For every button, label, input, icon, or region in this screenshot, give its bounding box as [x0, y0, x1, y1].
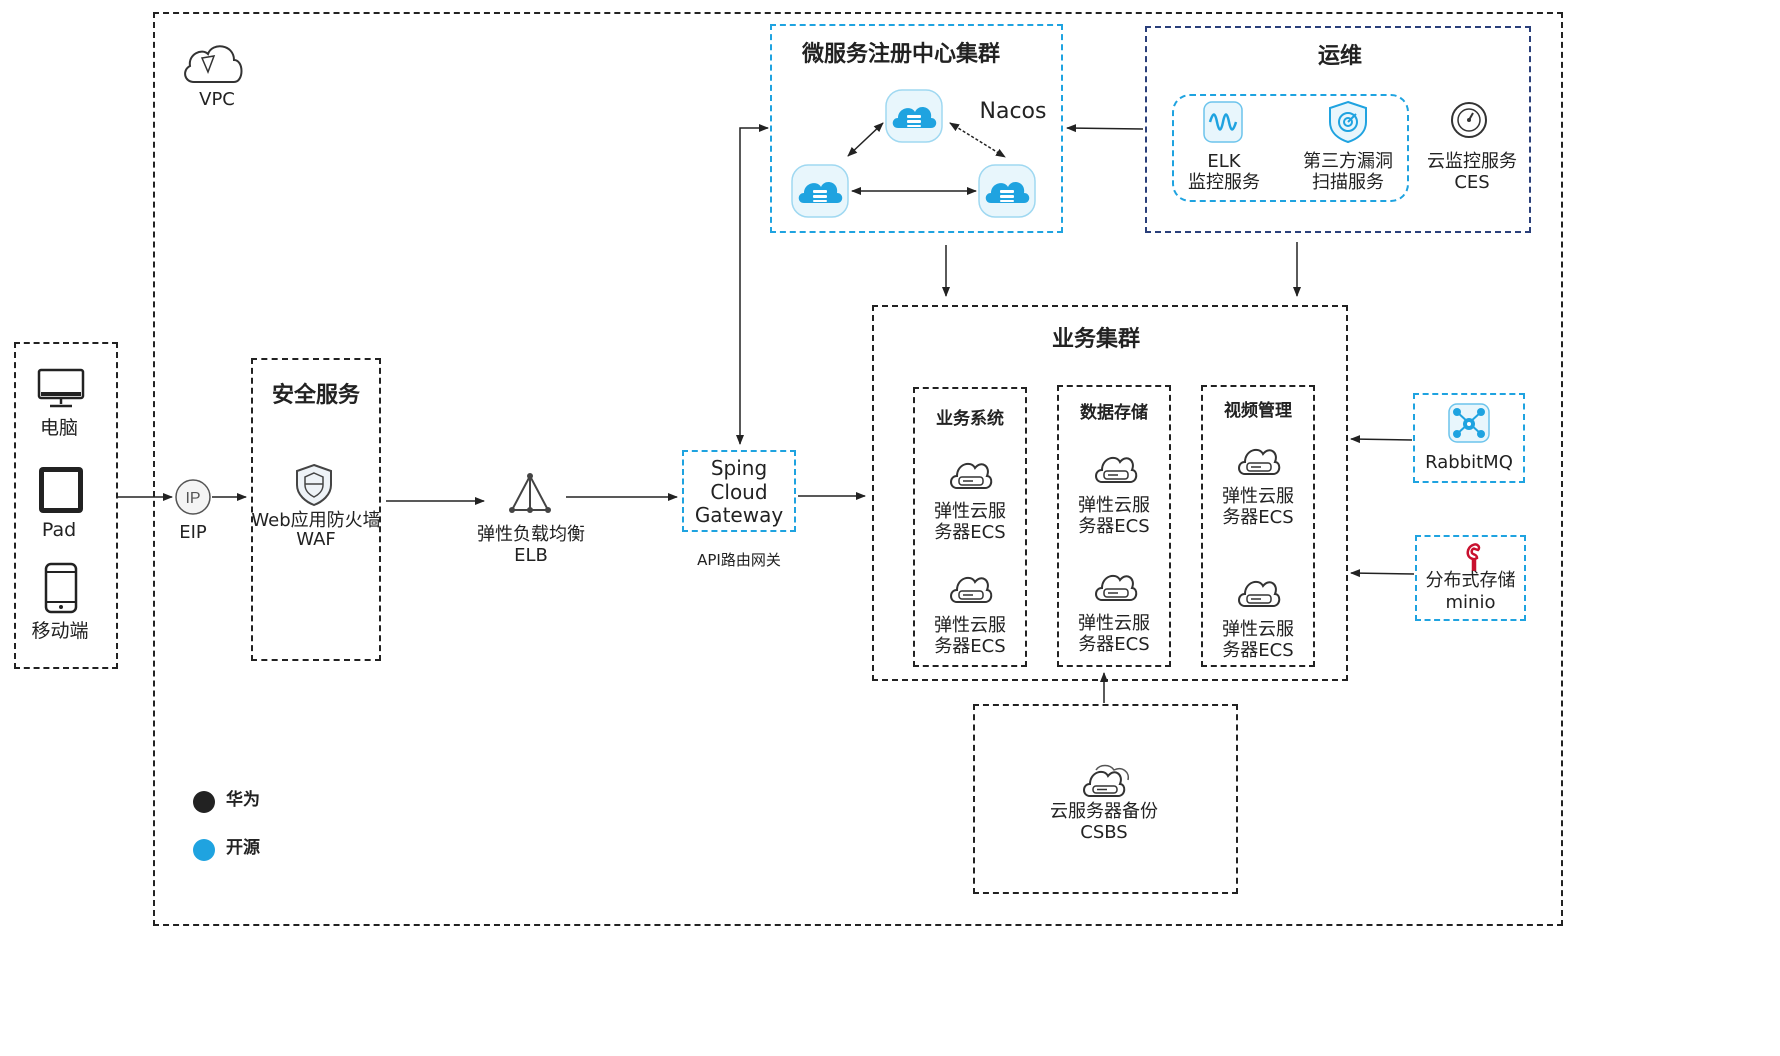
ecs-label-line2: 务器ECS [934, 522, 1006, 543]
legend-label-open-source: 开源 [226, 838, 260, 858]
ecs-server-icon [1092, 568, 1138, 608]
nacos-node-icon [790, 163, 850, 223]
client-label-pc: 电脑 [39, 417, 78, 439]
legend-label-huawei: 华为 [226, 790, 260, 810]
arrow-minio-to-business [1350, 569, 1415, 578]
client-label-pad: Pad [41, 519, 77, 541]
gateway-label-line2: Cloud [710, 480, 768, 504]
nacos-node-icon [977, 163, 1037, 223]
arrow-gateway-registry [736, 124, 769, 445]
security-service-box [251, 358, 381, 661]
ecs-label-line1: 弹性云服 [1078, 495, 1150, 516]
load-balancer-icon [506, 472, 554, 522]
business-column-1 [913, 387, 1027, 667]
ecs-server-icon [1235, 442, 1281, 482]
eip-icon: IP [174, 478, 212, 520]
arrow-ops-to-registry [1066, 124, 1144, 133]
backup-label-line1: 云服务器备份 [1050, 801, 1158, 822]
eip-label: EIP [179, 522, 207, 543]
ecs-label-line2: 务器ECS [1078, 634, 1150, 655]
shield-icon [294, 463, 334, 511]
minio-label-line2: minio [1445, 592, 1496, 613]
security-title: 安全服务 [271, 383, 360, 408]
gateway-caption: API路由网关 [697, 551, 781, 569]
ecs-server-icon [947, 570, 993, 610]
mobile-phone-icon [44, 562, 78, 618]
ecs-label-line1: 弹性云服 [934, 615, 1006, 636]
business-column-title: 数据存储 [1080, 403, 1148, 423]
elk-wave-icon [1202, 100, 1244, 148]
ops-scan-line1: 第三方漏洞 [1303, 151, 1393, 172]
legend-dot-open-source [193, 839, 215, 861]
ops-box [1145, 26, 1531, 233]
minio-label-line1: 分布式存储 [1425, 570, 1516, 591]
business-title: 业务集群 [1051, 327, 1140, 352]
arrow-rabbitmq-to-business [1350, 435, 1413, 444]
rabbitmq-label: RabbitMQ [1425, 452, 1513, 473]
registry-title: 微服务注册中心集群 [801, 42, 1000, 67]
ecs-label-line2: 务器ECS [1078, 516, 1150, 537]
client-label-mobile: 移动端 [31, 620, 89, 642]
ops-ces-line2: CES [1454, 172, 1490, 193]
waf-label-line2: WAF [296, 529, 336, 550]
ops-elk-line1: ELK [1207, 151, 1241, 172]
business-column-2 [1057, 385, 1171, 667]
gateway-label-line1: Sping [710, 456, 768, 480]
clients-group [14, 342, 118, 669]
ops-scan-line2: 扫描服务 [1312, 172, 1384, 193]
ops-elk-line2: 监控服务 [1188, 172, 1260, 193]
ecs-label-line1: 弹性云服 [1078, 613, 1150, 634]
ecs-server-icon [1092, 450, 1138, 490]
ecs-label-line2: 务器ECS [934, 636, 1006, 657]
nacos-node-icon [884, 88, 944, 148]
legend-dot-huawei [193, 791, 215, 813]
backup-box [973, 704, 1238, 894]
rabbitmq-box [1413, 393, 1525, 483]
ecs-label-line2: 务器ECS [1222, 507, 1294, 528]
business-column-3 [1201, 385, 1315, 667]
monitor-icon [37, 368, 85, 414]
backup-label-line2: CSBS [1080, 822, 1128, 843]
ops-open-source-group [1172, 94, 1409, 202]
ecs-label-line1: 弹性云服 [1222, 486, 1294, 507]
business-column-title: 业务系统 [936, 409, 1004, 429]
gauge-icon [1449, 100, 1489, 144]
elb-label-line1: 弹性负载均衡 [477, 524, 585, 545]
gateway-box [682, 450, 796, 532]
business-column-title: 视频管理 [1224, 401, 1292, 421]
gateway-label-line3: Gateway [694, 503, 784, 527]
ecs-label-line1: 弹性云服 [934, 501, 1006, 522]
vpc-label: VPC [199, 89, 235, 110]
scan-shield-icon [1327, 100, 1369, 148]
waf-label-line1: Web应用防火墙 [251, 510, 381, 531]
tablet-icon [38, 466, 84, 518]
arrow-nacos-node-b-c [949, 122, 1006, 158]
vpc-boundary [153, 12, 1563, 926]
cloud-backup-icon [1080, 762, 1132, 804]
vpc-cloud-icon [180, 40, 246, 90]
arrow-nacos-node-a-b [847, 122, 884, 157]
minio-box [1415, 535, 1526, 621]
ecs-server-icon [1235, 574, 1281, 614]
ecs-label-line2: 务器ECS [1222, 640, 1294, 661]
nacos-label: Nacos [979, 99, 1047, 124]
rabbitmq-icon [1447, 402, 1491, 448]
ecs-label-line1: 弹性云服 [1222, 619, 1294, 640]
eip-icon-text: IP [185, 490, 200, 507]
elb-label-line2: ELB [514, 545, 548, 566]
ecs-server-icon [947, 456, 993, 496]
registry-cluster-box [770, 24, 1063, 233]
ops-title: 运维 [1317, 44, 1362, 69]
business-cluster-box [872, 305, 1348, 681]
minio-flamingo-icon [1461, 541, 1483, 577]
ops-ces-line1: 云监控服务 [1427, 151, 1517, 172]
